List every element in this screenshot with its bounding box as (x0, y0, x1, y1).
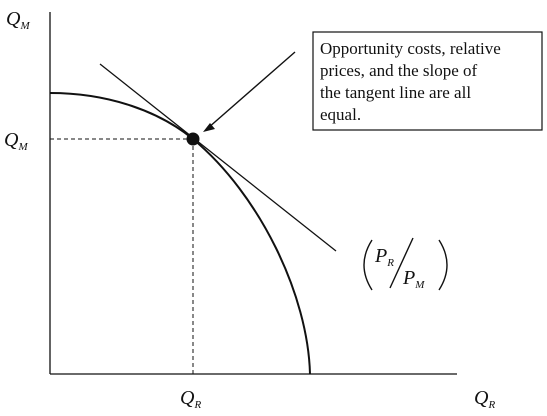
annotation-line-3: the tangent line are all (320, 83, 471, 102)
x-tick-label: QR (180, 387, 201, 411)
y-tick-label: QM (4, 129, 28, 153)
annotation-box (312, 31, 543, 131)
annotation-line-2: prices, and the slope of (320, 61, 478, 80)
annotation-line-1: Opportunity costs, relative (320, 39, 501, 58)
price-ratio-numerator: PR (374, 245, 394, 269)
price-ratio-label: PR PM (363, 237, 448, 291)
right-paren (438, 239, 448, 291)
y-axis-label: QM (6, 8, 30, 32)
ratio-slash (389, 237, 414, 289)
annotation-arrowhead (203, 123, 215, 132)
price-ratio-denominator: PM (402, 267, 425, 291)
x-axis-label: QR (474, 387, 495, 411)
annotation-text: Opportunity costs, relative prices, and … (320, 39, 505, 124)
tangent-line (99, 63, 337, 252)
annotation-arrow (207, 51, 296, 129)
ppf-curve (49, 92, 311, 375)
annotation-line-4: equal. (320, 105, 361, 124)
tangency-point (186, 132, 200, 146)
left-paren (363, 239, 373, 291)
